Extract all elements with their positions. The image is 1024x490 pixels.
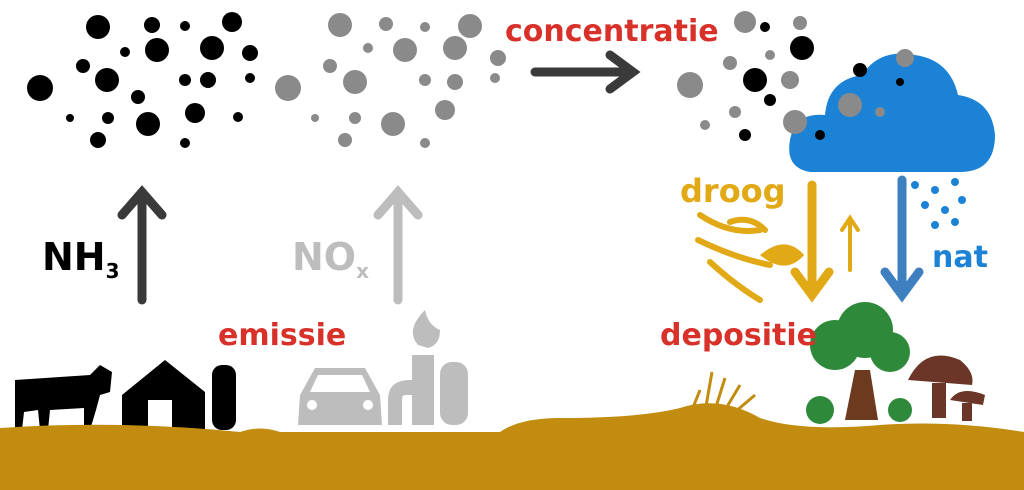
nh3-emission-arrow bbox=[117, 185, 167, 305]
deposition-zone-particles bbox=[677, 11, 914, 141]
emission-label: emissie bbox=[218, 318, 347, 353]
wet-label: nat bbox=[932, 240, 988, 275]
nh3-label-main: NH bbox=[42, 235, 106, 279]
concentration-label: concentratie bbox=[505, 14, 719, 49]
factory-icon bbox=[388, 310, 468, 425]
deposition-label: depositie bbox=[660, 318, 818, 353]
nox-label: NOx bbox=[292, 235, 369, 283]
dry-deposition-arrows bbox=[790, 180, 860, 303]
wet-deposition-arrow bbox=[880, 175, 924, 303]
nox-label-main: NO bbox=[292, 235, 357, 279]
rain-cloud-icon bbox=[789, 53, 995, 172]
mushroom-icon bbox=[908, 355, 985, 421]
nox-particles bbox=[275, 13, 506, 148]
nh3-label-subscript: 3 bbox=[105, 259, 120, 283]
rain-drops-icon bbox=[911, 178, 966, 229]
nox-label-subscript: x bbox=[356, 259, 370, 283]
ground bbox=[0, 403, 1024, 490]
dry-label: droog bbox=[680, 172, 786, 210]
grass-tuft-icon bbox=[688, 371, 756, 416]
nox-emission-arrow bbox=[373, 185, 423, 305]
car-icon bbox=[298, 368, 382, 425]
tree-icon bbox=[806, 302, 912, 424]
wind-leaves-icon bbox=[695, 212, 805, 303]
cow-icon bbox=[15, 365, 112, 430]
nh3-label: NH3 bbox=[42, 235, 120, 283]
nh3-particles bbox=[27, 12, 258, 148]
concentration-arrow bbox=[530, 50, 641, 94]
barn-icon bbox=[122, 360, 236, 430]
